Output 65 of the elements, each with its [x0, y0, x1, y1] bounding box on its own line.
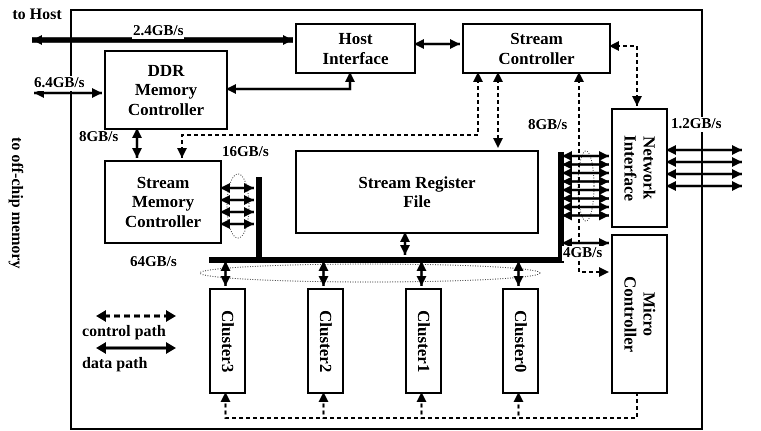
data-arrow	[666, 181, 742, 191]
data-arrow	[416, 261, 426, 286]
data-arrow	[414, 39, 460, 49]
block-box	[502, 288, 539, 394]
data-bus	[256, 177, 262, 257]
control-arrow	[220, 392, 638, 419]
block-label: Cluster1	[414, 310, 434, 372]
control-arrow	[493, 72, 503, 148]
data-bus	[209, 257, 564, 263]
data-arrow	[666, 169, 742, 179]
data-arrow	[562, 160, 609, 170]
data-arrow	[318, 261, 328, 286]
block-box	[405, 288, 442, 394]
data-arrow	[562, 151, 609, 161]
data-arrow	[562, 210, 609, 220]
control-arrow	[574, 72, 609, 277]
legend-label: control path	[82, 324, 166, 340]
data-arrow	[562, 194, 609, 204]
block-label: Cluster3	[218, 310, 238, 372]
block-box	[611, 108, 668, 228]
data-arrow	[562, 202, 609, 212]
block-box	[611, 234, 668, 394]
block-label: Micro Controller	[620, 274, 659, 354]
block-box	[295, 23, 416, 74]
data-arrow	[666, 157, 742, 167]
block-label: Stream Controller	[497, 29, 576, 68]
block-label: Stream Memory Controller	[124, 173, 202, 231]
data-arrow	[562, 185, 609, 195]
block-label: Cluster0	[510, 310, 530, 372]
block-label: DDR Memory Controller	[126, 61, 206, 119]
edge-label: 2.4GB/s	[132, 24, 184, 39]
block-box	[104, 160, 222, 244]
data-arrow	[32, 35, 293, 45]
port-label: to Host	[12, 6, 62, 24]
data-arrow	[220, 183, 254, 193]
edge-label: 4GB/s	[562, 246, 604, 261]
block-box	[295, 150, 539, 234]
data-arrow	[400, 232, 410, 255]
block-box	[104, 50, 228, 130]
block-label: Stream Register File	[357, 172, 477, 212]
data-arrow	[220, 207, 254, 217]
data-arrow	[132, 128, 142, 158]
control-arrow	[609, 41, 642, 106]
block-box	[462, 23, 611, 74]
data-arrow	[666, 145, 742, 155]
data-arrow	[562, 238, 609, 248]
data-arrow	[220, 195, 254, 205]
port-label: to off-chip memory	[7, 137, 25, 269]
block-label: Network Interface	[620, 134, 659, 204]
block-box	[209, 288, 246, 394]
data-arrow	[562, 176, 609, 186]
data-arrow	[562, 168, 609, 178]
data-arrow	[514, 261, 524, 286]
edge-label: 6.4GB/s	[33, 76, 86, 91]
block-label: Cluster2	[316, 310, 336, 372]
block-label: Host Interface	[321, 29, 390, 68]
control-arrow	[177, 72, 483, 158]
legend-label: data path	[82, 356, 148, 372]
bandwidth-label: 1.2GB/s	[671, 117, 722, 132]
data-bus	[558, 152, 564, 257]
data-arrow	[220, 261, 230, 286]
data-arrow	[226, 72, 355, 94]
data-arrow	[220, 219, 254, 229]
block-box	[307, 288, 344, 394]
data-arrow	[34, 88, 102, 98]
